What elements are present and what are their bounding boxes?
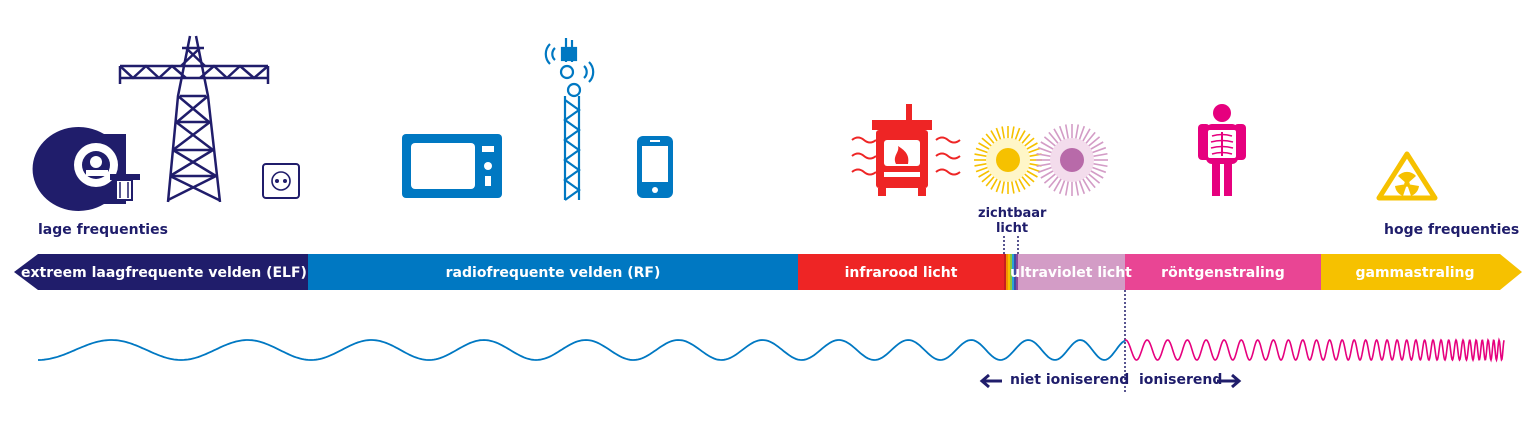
wave-ionizing — [1124, 337, 1505, 363]
segment-label-infrared: infrarood licht — [845, 265, 958, 281]
segment-label-rf: radiofrequente velden (RF) — [446, 265, 661, 281]
spectrum-bar: extreem laagfrequente velden (ELF) radio… — [14, 254, 1522, 290]
visible-light-label: zichtbaar licht — [978, 206, 1046, 236]
visible-light-label-line1: zichtbaar — [978, 206, 1047, 221]
arrow-right-icon — [1217, 373, 1242, 389]
cell-tower-icon — [544, 38, 595, 201]
segment-elf — [14, 254, 308, 290]
visible-spectrum-strip — [1004, 254, 1018, 290]
radiation-icon — [1376, 151, 1438, 201]
wall-socket-icon — [262, 163, 300, 199]
power-pylon-icon — [118, 35, 270, 203]
segment-label-uv: ultraviolet licht — [1010, 265, 1132, 281]
segment-label-gamma: gammastraling — [1355, 265, 1474, 281]
segment-rf — [308, 254, 798, 290]
non-ionizing-label: niet ioniserend — [1010, 372, 1130, 388]
segment-label-xray: röntgenstraling — [1161, 265, 1285, 281]
segment-xray — [1125, 254, 1321, 290]
microwave-icon — [402, 134, 502, 198]
segment-infrared — [798, 254, 1004, 290]
visible-light-label-line2: licht — [995, 221, 1029, 236]
uv-sun-icon — [1036, 124, 1108, 196]
high-frequency-label: hoge frequenties — [1384, 222, 1520, 238]
segment-uv — [1018, 254, 1125, 290]
segment-label-elf: extreem laagfrequente velden (ELF) — [21, 265, 307, 281]
ionizing-label: ioniserend — [1139, 372, 1223, 388]
segment-gamma — [1321, 254, 1522, 290]
xray-person-icon — [1198, 104, 1246, 196]
wave-non-ionizing — [38, 339, 1127, 361]
low-frequency-label: lage frequenties — [38, 222, 168, 238]
stove-icon — [851, 104, 961, 196]
arrow-left-icon — [979, 373, 1002, 389]
mri-scanner-icon — [32, 127, 140, 212]
smartphone-icon — [637, 136, 673, 198]
sun-icon — [974, 126, 1042, 194]
